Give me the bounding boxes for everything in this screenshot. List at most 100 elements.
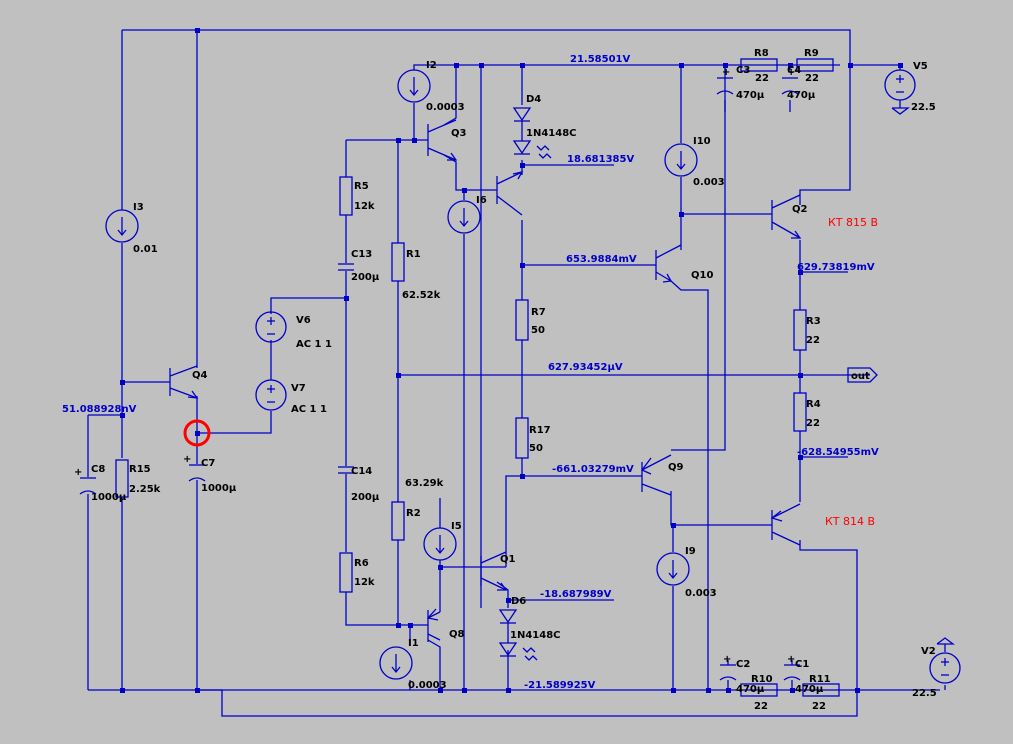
diode-d6[interactable] (498, 609, 538, 661)
svg-text:Q9: Q9 (668, 462, 684, 473)
svg-text:C7: C7 (201, 458, 215, 469)
svg-text:R15: R15 (129, 464, 151, 475)
svg-text:2.25k: 2.25k (129, 484, 161, 495)
svg-text:C2: C2 (736, 659, 750, 670)
svg-text:63.29k: 63.29k (405, 478, 444, 489)
svg-text:+: + (183, 454, 191, 465)
svg-text:22: 22 (755, 73, 769, 84)
capacitor-c1[interactable]: + (783, 654, 801, 681)
voltage-source-v6[interactable] (255, 311, 287, 343)
capacitor-c7[interactable]: + (183, 454, 206, 482)
svg-text:C1: C1 (795, 659, 809, 670)
capacitor-c2[interactable]: + (719, 654, 737, 681)
transistor-q1[interactable] (480, 551, 508, 591)
svg-text:КТ 814 В: КТ 814 В (825, 515, 875, 528)
svg-text:-628.54955mV: -628.54955mV (797, 447, 879, 458)
resistor-r8[interactable] (740, 58, 778, 72)
annotations: КТ 815 В КТ 814 В (825, 216, 878, 528)
resistor-r5[interactable] (339, 176, 353, 216)
svg-text:22: 22 (812, 701, 826, 712)
svg-text:R6: R6 (354, 558, 369, 569)
svg-text:Q2: Q2 (792, 204, 808, 215)
capacitor-c14[interactable] (338, 466, 354, 474)
svg-text:1N4148C: 1N4148C (526, 128, 577, 139)
svg-text:-661.03279mV: -661.03279mV (552, 464, 634, 475)
svg-text:out: out (851, 371, 870, 382)
svg-text:200µ: 200µ (351, 272, 380, 283)
transistor-q-lower[interactable] (426, 608, 441, 642)
svg-text:200µ: 200µ (351, 492, 380, 503)
svg-text:-18.687989V: -18.687989V (540, 589, 612, 600)
svg-text:0.003: 0.003 (693, 177, 725, 188)
svg-text:R17: R17 (529, 425, 551, 436)
current-source-i6[interactable] (447, 200, 481, 234)
svg-text:+: + (787, 654, 795, 665)
svg-text:0.01: 0.01 (133, 244, 158, 255)
resistor-r15[interactable] (115, 459, 129, 498)
svg-text:21.58501V: 21.58501V (570, 54, 631, 65)
svg-text:1N4148C: 1N4148C (510, 630, 561, 641)
transistor-q2[interactable] (771, 194, 802, 239)
svg-text:Q4: Q4 (192, 370, 208, 381)
transistor-q6[interactable] (496, 171, 524, 216)
current-source-i3[interactable] (105, 209, 139, 243)
svg-text:22: 22 (806, 335, 820, 346)
capacitor-c8[interactable]: + (74, 467, 97, 495)
transistor-q3[interactable] (427, 119, 458, 161)
svg-text:22: 22 (805, 73, 819, 84)
current-source-i5[interactable] (423, 527, 457, 561)
capacitor-c13[interactable] (338, 263, 354, 271)
current-source-i10[interactable] (664, 143, 698, 177)
voltage-source-v7[interactable] (255, 379, 287, 411)
voltage-source-v5[interactable] (884, 69, 916, 115)
svg-text:R8: R8 (754, 48, 769, 59)
resistor-r4[interactable] (793, 392, 807, 432)
highlight-marker (183, 419, 211, 447)
current-source-i2[interactable] (397, 69, 431, 103)
svg-text:R11: R11 (809, 674, 831, 685)
voltage-source-v2[interactable] (929, 637, 961, 684)
transistor-q9[interactable] (640, 454, 672, 496)
resistor-r10[interactable] (740, 683, 778, 697)
svg-text:+: + (74, 467, 82, 478)
svg-text:+: + (787, 67, 795, 78)
svg-text:C14: C14 (351, 466, 372, 477)
current-source-i9[interactable] (656, 552, 690, 586)
resistor-r1[interactable] (391, 242, 405, 282)
svg-text:V7: V7 (291, 383, 306, 394)
transistor-q8[interactable] (770, 503, 801, 546)
current-source-i1[interactable] (379, 646, 413, 680)
resistor-r17[interactable] (515, 417, 529, 459)
resistor-r6[interactable] (339, 552, 353, 593)
svg-text:Q1: Q1 (500, 554, 516, 565)
svg-text:КТ 815 В: КТ 815 В (828, 216, 878, 229)
svg-text:R10: R10 (751, 674, 773, 685)
svg-text:I9: I9 (685, 546, 696, 557)
resistor-r3[interactable] (793, 309, 807, 351)
svg-text:470µ: 470µ (795, 684, 824, 695)
svg-text:653.9884mV: 653.9884mV (566, 254, 637, 265)
resistor-r9[interactable] (796, 58, 834, 72)
svg-text:12k: 12k (354, 201, 375, 212)
svg-text:C8: C8 (91, 464, 105, 475)
net-label-out[interactable] (847, 367, 878, 383)
svg-text:0.003: 0.003 (685, 588, 717, 599)
svg-text:I3: I3 (133, 202, 144, 213)
transistor-q4[interactable] (169, 365, 199, 399)
svg-text:470µ: 470µ (787, 90, 816, 101)
svg-text:C4: C4 (787, 65, 801, 76)
svg-text:D4: D4 (526, 94, 541, 105)
resistor-r2[interactable] (391, 501, 405, 541)
diode-d4[interactable] (512, 107, 552, 159)
svg-text:1000µ: 1000µ (91, 492, 127, 503)
transistor-q10[interactable] (655, 244, 682, 283)
resistor-r7[interactable] (515, 299, 529, 341)
svg-text:12k: 12k (354, 577, 375, 588)
svg-text:R5: R5 (354, 181, 369, 192)
resistor-r11[interactable] (802, 683, 840, 697)
capacitor-c3[interactable]: + (716, 67, 734, 95)
wires (87, 29, 946, 717)
svg-text:R9: R9 (804, 48, 819, 59)
capacitor-c4[interactable]: + (781, 67, 799, 95)
